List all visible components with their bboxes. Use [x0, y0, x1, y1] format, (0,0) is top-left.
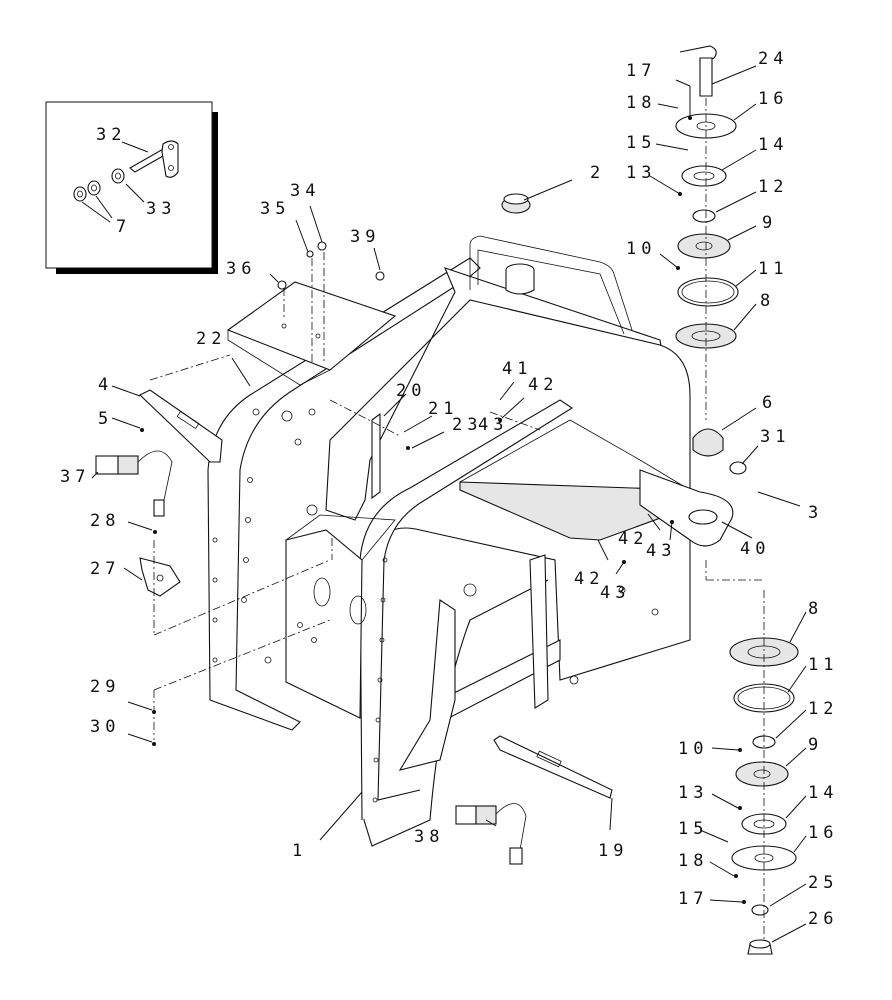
lower-pivot-stack: [705, 560, 799, 955]
callout-9-lower: 9: [808, 735, 823, 755]
callout-36: 36: [226, 259, 256, 279]
rail: [469, 235, 633, 331]
nut-26: [747, 939, 773, 955]
pin-24: [679, 45, 717, 97]
callout-26: 26: [808, 909, 838, 929]
callout-42-a: 42: [528, 375, 558, 395]
callout-20: 20: [396, 381, 426, 401]
callout-10-upper: 10: [626, 239, 656, 259]
callout-2: 2: [590, 163, 605, 183]
callout-18-lower: 18: [678, 851, 708, 871]
washer-33: [111, 168, 125, 184]
callout-16-upper: 16: [758, 89, 788, 109]
cap-2: [501, 193, 531, 214]
seal-11-upper: [677, 277, 739, 307]
callout-21: 21: [428, 399, 458, 419]
washers-7: [73, 180, 101, 202]
center-lines: [149, 252, 541, 740]
callout-10-lower: 10: [678, 739, 708, 759]
small-hardware: [140, 241, 385, 746]
callout-42-c: 42: [574, 569, 604, 589]
bearing-9-upper: [677, 233, 731, 259]
pin-with-plate: [129, 140, 179, 178]
callout-6: 6: [762, 393, 777, 413]
callout-23: 23: [452, 415, 482, 435]
callout-11-upper: 11: [758, 259, 788, 279]
callout-14-lower: 14: [808, 783, 838, 803]
vent-6: [692, 428, 724, 457]
callout-13-lower: 13: [678, 783, 708, 803]
inset-frame: [45, 101, 213, 269]
callout-43-c: 43: [600, 583, 630, 603]
callout-28: 28: [90, 511, 120, 531]
callout-7: 7: [116, 217, 131, 237]
callout-17-lower: 17: [678, 889, 708, 909]
light-37: [95, 450, 173, 517]
right-plate-holes: [372, 557, 659, 803]
cover-plate-22: [226, 281, 397, 386]
callout-12-lower: 12: [808, 699, 838, 719]
callout-14-upper: 14: [758, 135, 788, 155]
callout-43-a: 43: [478, 415, 508, 435]
callout-41: 41: [502, 359, 532, 379]
step-4: [139, 389, 223, 463]
callout-34: 34: [290, 181, 320, 201]
leader-lines: [91, 65, 807, 943]
callout-38: 38: [414, 827, 444, 847]
callout-29: 29: [90, 677, 120, 697]
callout-35: 35: [260, 199, 290, 219]
cylinder-20: [371, 412, 381, 500]
callout-30: 30: [90, 717, 120, 737]
inset-detail: 32 33 7: [45, 101, 218, 274]
callout-37: 37: [60, 467, 90, 487]
bracket-27: [139, 557, 181, 597]
callout-40: 40: [740, 539, 770, 559]
callout-16-lower: 16: [808, 823, 838, 843]
callout-8-upper: 8: [760, 291, 775, 311]
callout-1: 1: [292, 841, 307, 861]
callout-3: 3: [808, 503, 823, 523]
callout-33: 33: [146, 199, 176, 219]
plate-14-upper: [681, 165, 727, 187]
front-plate: [359, 399, 574, 821]
callout-18-upper: 18: [626, 93, 656, 113]
front-box: [285, 529, 363, 719]
bearing-9-lower: [735, 761, 789, 787]
callout-5: 5: [98, 409, 113, 429]
callout-42-b: 42: [618, 529, 648, 549]
filler-neck: [505, 263, 535, 295]
washer-25: [751, 904, 769, 916]
callout-32: 32: [96, 125, 126, 145]
callout-12-upper: 12: [758, 177, 788, 197]
callout-27: 27: [90, 559, 120, 579]
callout-13-upper: 13: [626, 163, 656, 183]
upper-pivot-stack: [675, 45, 739, 420]
callouts: 1 2 3 4 5 6 8 8 9 9 10 10 11 11 12 12 13…: [60, 49, 838, 929]
callout-4: 4: [98, 375, 113, 395]
callout-17-upper: 17: [626, 61, 656, 81]
nut-31: [729, 461, 747, 475]
callout-15-lower: 15: [678, 819, 708, 839]
callout-22: 22: [196, 329, 226, 349]
callout-31: 31: [760, 427, 790, 447]
ring-12-upper: [692, 209, 716, 223]
callout-8-lower: 8: [808, 599, 823, 619]
callout-24: 24: [758, 49, 788, 69]
callout-19: 19: [598, 841, 628, 861]
callout-25: 25: [808, 873, 838, 893]
light-38: [455, 803, 527, 865]
callout-39: 39: [350, 227, 380, 247]
left-plate-holes: [212, 408, 318, 664]
callout-43-b: 43: [646, 541, 676, 561]
step-19: [493, 735, 613, 799]
callout-15-upper: 15: [626, 133, 656, 153]
front-box-holes: [297, 577, 367, 643]
callout-9-upper: 9: [762, 213, 777, 233]
callout-11-lower: 11: [808, 655, 838, 675]
pivot-arm: [639, 469, 734, 547]
